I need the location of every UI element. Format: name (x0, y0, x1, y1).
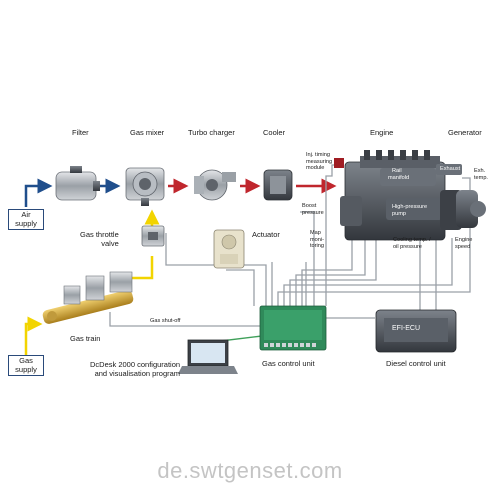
turbo-charger-illustration (194, 169, 236, 201)
air-supply-box: Air supply (8, 209, 44, 230)
gas-throttle-valve-label: Gas throttle valve (80, 230, 119, 248)
diesel-control-unit-label: Diesel control unit (386, 359, 446, 368)
gas-train-illustration (42, 271, 134, 324)
turbo-charger-label: Turbo charger (188, 128, 235, 137)
cooler-label: Cooler (263, 128, 286, 137)
exhaust-label: Exhaust (440, 166, 461, 172)
gas-throttle-valve-illustration (141, 225, 165, 247)
laptop-illustration (178, 339, 238, 374)
watermark: de.swtgenset.com (157, 458, 343, 483)
gas-mixer-illustration (125, 167, 165, 206)
gas-supply-box: Gas supply (8, 355, 44, 376)
manifold-label: manifold (388, 175, 410, 181)
actuator-label: Actuator (252, 230, 280, 239)
gas-shutoff-label: Gas shut-off (150, 318, 181, 324)
filter-label: Filter (72, 128, 89, 137)
generator-illustration (456, 190, 486, 228)
generator-label: Generator (448, 128, 482, 137)
map-monitoring-label: Map moni- toring (310, 230, 324, 250)
gas-train-label: Gas train (70, 334, 101, 343)
engine-speed-label: Engine speed (455, 237, 473, 250)
dcdesk-label: DcDesk 2000 configuration and visualisat… (90, 360, 181, 378)
cooling-temp-label: Cooling temp. / oil pressure (393, 237, 431, 250)
cooler-illustration (263, 169, 293, 201)
inj-timing-module (334, 158, 344, 168)
rail-label: Rail (392, 168, 402, 174)
actuator-illustration (213, 229, 245, 269)
hp-pump-label: High-pressure pump (392, 204, 428, 217)
inj-timing-label: Inj. timing measuring module (306, 152, 333, 172)
engine-illustration (340, 150, 462, 241)
gas-mixer-label: Gas mixer (130, 128, 165, 137)
gas-control-unit-illustration (259, 305, 327, 351)
exh-temp-label: Exh. temp. (474, 168, 488, 181)
diesel-control-unit-illustration (375, 309, 457, 353)
gas-control-unit-label: Gas control unit (262, 359, 315, 368)
filter-illustration (55, 166, 100, 201)
efi-ecu-label: EFI-ECU (392, 325, 420, 332)
air-flow (24, 178, 121, 207)
boost-pressure-label: Boost pressure (302, 203, 324, 216)
engine-label: Engine (370, 128, 394, 137)
